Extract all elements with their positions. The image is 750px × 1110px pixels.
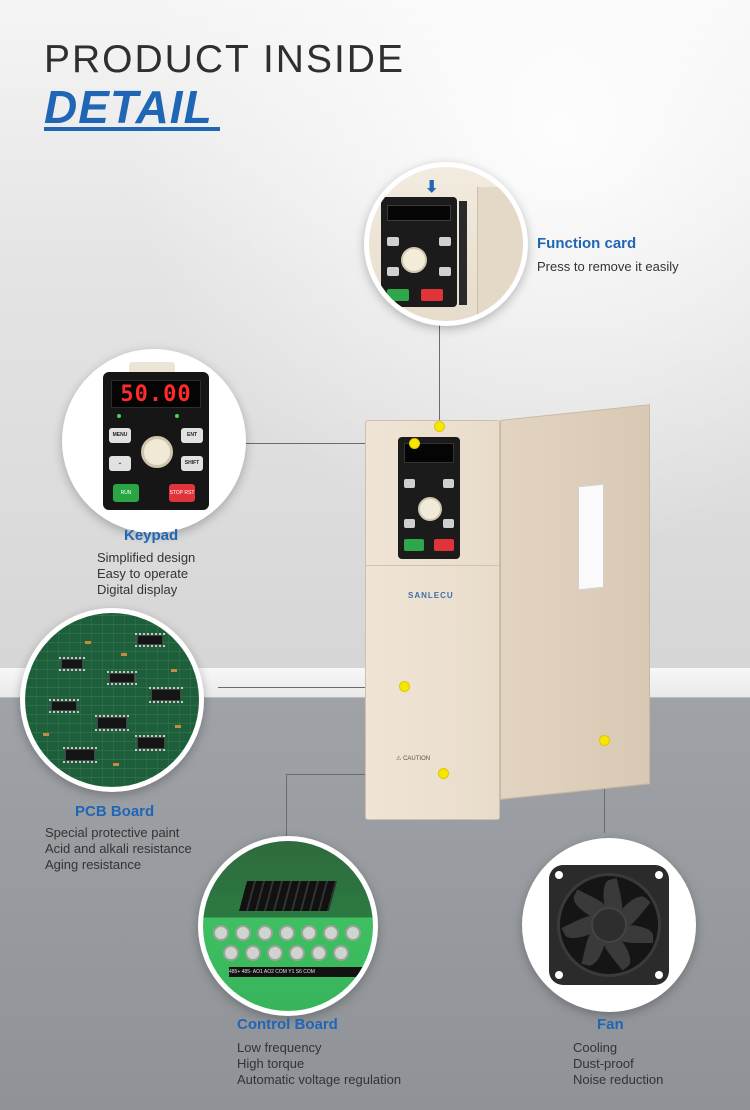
- function-card-line-1: Press to remove it easily: [537, 259, 679, 274]
- fan-hub: [591, 907, 627, 943]
- pcb-board-title: PCB Board: [75, 803, 155, 820]
- pcb-board-line-1: Special protective paint: [45, 825, 180, 840]
- inverter-key: [404, 519, 415, 528]
- keypad-shift-button: SHIFT: [181, 456, 203, 471]
- wall-background: [0, 0, 750, 668]
- fan-line-2: Dust-proof: [573, 1056, 634, 1071]
- control-board-line-2: High torque: [237, 1056, 305, 1071]
- connector-control-board-v: [286, 774, 287, 842]
- keypad-title: Keypad: [124, 527, 179, 544]
- inverter-key: [443, 519, 454, 528]
- keypad-knob: [141, 436, 173, 468]
- fan-line-3: Noise reduction: [573, 1072, 664, 1087]
- pcb-board-line-3: Aging resistance: [45, 857, 142, 872]
- control-board-line-3: Automatic voltage regulation: [237, 1072, 402, 1087]
- keypad-line-1: Simplified design: [97, 550, 196, 565]
- keypad-panel: 50.00 MENU ENT ⌄ SHIFT RUN STOP RST: [103, 372, 209, 510]
- inverter-caution: ⚠ CAUTION: [396, 755, 480, 795]
- keypad-line-2: Easy to operate: [97, 566, 189, 581]
- pin-header: [238, 881, 338, 911]
- heading-main: DETAIL: [44, 81, 213, 133]
- control-board-image: 485+ 485- AO1 AO2 COM Y1 S6 COM: [198, 836, 378, 1016]
- connector-pcb: [218, 687, 404, 688]
- inverter-product: SANLECU ⚠ CAUTION: [360, 404, 655, 825]
- terminal-labels: 485+ 485- AO1 AO2 COM Y1 S6 COM: [229, 967, 373, 977]
- keypad-ent-button: ENT: [181, 428, 203, 443]
- arrow-down-icon: ⬇: [425, 179, 439, 196]
- keypad-display: 50.00: [111, 380, 201, 408]
- keypad-stop-button: STOP RST: [169, 484, 195, 502]
- inverter-stop-button: [434, 539, 454, 551]
- fan-title: Fan: [597, 1016, 624, 1033]
- connector-control-board-h: [286, 774, 442, 775]
- heading-top: PRODUCT INSIDE: [44, 38, 405, 81]
- led-icon: [117, 414, 121, 418]
- function-card-panel: [381, 197, 457, 307]
- caution-icon: ⚠: [396, 756, 402, 762]
- led-icon: [175, 414, 179, 418]
- keypad-down-button: ⌄: [109, 456, 131, 471]
- inverter-side: [500, 404, 650, 800]
- inverter-seam: [365, 565, 500, 566]
- callout-dot-pcb: [399, 681, 410, 692]
- heading-underline: [44, 127, 220, 131]
- inverter-brand: SANLECU: [408, 591, 454, 600]
- inverter-keypad: [398, 437, 460, 559]
- connector-function-card: [439, 320, 440, 426]
- callout-dot-keypad: [409, 438, 420, 449]
- caution-text: CAUTION: [403, 756, 431, 762]
- connector-keypad: [244, 443, 414, 444]
- fan-image: [522, 838, 696, 1012]
- keypad-line-3: Digital display: [97, 582, 178, 597]
- keypad-image: 50.00 MENU ENT ⌄ SHIFT RUN STOP RST: [62, 349, 246, 533]
- pcb-board-line-2: Acid and alkali resistance: [45, 841, 192, 856]
- inverter-knob: [418, 497, 442, 521]
- fan-line-1: Cooling: [573, 1040, 618, 1055]
- function-card-title: Function card: [537, 235, 637, 252]
- control-board-title: Control Board: [237, 1016, 338, 1033]
- inverter-spec-label: [578, 483, 604, 591]
- inverter-run-button: [404, 539, 424, 551]
- keypad-menu-button: MENU: [109, 428, 131, 443]
- keypad-run-button: RUN: [113, 484, 139, 502]
- callout-dot-control-board: [438, 768, 449, 779]
- callout-dot-function-card: [434, 421, 445, 432]
- control-board-line-1: Low frequency: [237, 1040, 322, 1055]
- function-card-image: ⬇: [364, 162, 528, 326]
- inverter-key: [404, 479, 415, 488]
- callout-dot-fan: [599, 735, 610, 746]
- inverter-key: [443, 479, 454, 488]
- pcb-board-image: [20, 608, 204, 792]
